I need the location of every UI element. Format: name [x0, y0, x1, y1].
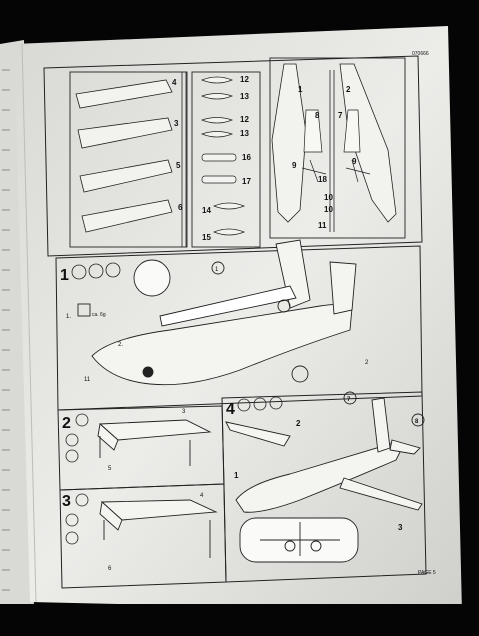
svg-text:14: 14 [202, 206, 211, 215]
svg-text:8: 8 [415, 419, 419, 425]
svg-text:8: 8 [315, 111, 320, 120]
svg-text:2.: 2. [118, 342, 123, 348]
svg-text:7: 7 [347, 397, 351, 403]
svg-text:1: 1 [298, 85, 303, 94]
step-1-callouts: 1 2 11 1. ca. 6g 2. [66, 267, 369, 383]
svg-text:1.: 1. [66, 314, 71, 320]
step-4-airplane [225, 391, 425, 563]
left-page-ruler-marks [2, 69, 10, 591]
svg-text:12: 12 [240, 75, 249, 84]
svg-text:13: 13 [240, 92, 249, 101]
svg-text:17: 17 [242, 177, 251, 186]
tail-fins-parts [301, 109, 371, 183]
svg-text:3: 3 [174, 119, 179, 128]
sprue-frame [69, 57, 406, 248]
step-2-number: 2 [62, 415, 71, 432]
svg-text:6: 6 [108, 566, 112, 572]
step-3-callouts: 4 6 [108, 493, 204, 572]
svg-text:2: 2 [296, 419, 301, 428]
step-4-number: 4 [226, 401, 235, 418]
svg-text:6: 6 [178, 203, 183, 212]
step-3-number: 3 [62, 493, 71, 510]
svg-text:2: 2 [365, 360, 369, 366]
svg-text:1: 1 [234, 471, 239, 480]
svg-text:7: 7 [338, 111, 343, 120]
step-4-panel [221, 391, 427, 583]
sprue-border [43, 55, 423, 257]
svg-text:2: 2 [346, 85, 351, 94]
sprue-runners [181, 70, 335, 247]
svg-text:3: 3 [398, 523, 403, 532]
svg-text:16: 16 [242, 153, 251, 162]
sprue-part-numbers: 4 3 5 6 12 13 12 13 16 17 14 15 1 2 8 7 … [172, 75, 357, 242]
bottom-shadow [0, 604, 479, 636]
svg-text:12: 12 [240, 115, 249, 124]
step-4-callouts: 7 8 2 1 3 [234, 397, 419, 532]
step-2-icons [65, 413, 89, 463]
svg-text:11: 11 [84, 377, 91, 383]
step-1-icons [71, 262, 121, 280]
svg-text:10: 10 [324, 205, 333, 214]
svg-text:4: 4 [200, 493, 204, 499]
svg-text:15: 15 [202, 233, 211, 242]
svg-text:9: 9 [292, 161, 297, 170]
step-1-number: 1 [60, 267, 69, 284]
svg-text:3: 3 [182, 409, 186, 415]
svg-text:11: 11 [318, 221, 327, 230]
document-code: 070666 [412, 51, 429, 57]
step-2-callouts: 3 5 [108, 409, 186, 472]
svg-text:5: 5 [108, 466, 112, 472]
svg-text:10: 10 [324, 193, 333, 202]
svg-text:9: 9 [352, 157, 357, 166]
step-4-icons [237, 396, 283, 412]
svg-text:1: 1 [215, 267, 219, 273]
svg-text:ca. 6g: ca. 6g [92, 312, 106, 318]
step-1-airplane [77, 239, 357, 386]
svg-text:5: 5 [176, 161, 181, 170]
page-label: PAGE 5 [418, 570, 436, 576]
wing-parts [75, 79, 173, 233]
step-2-wing [97, 419, 212, 466]
step-3-wing [99, 499, 218, 558]
svg-text:13: 13 [240, 129, 249, 138]
step-3-icons [65, 493, 89, 545]
small-parts [200, 76, 245, 236]
svg-text:18: 18 [318, 175, 327, 184]
svg-text:4: 4 [172, 78, 177, 87]
